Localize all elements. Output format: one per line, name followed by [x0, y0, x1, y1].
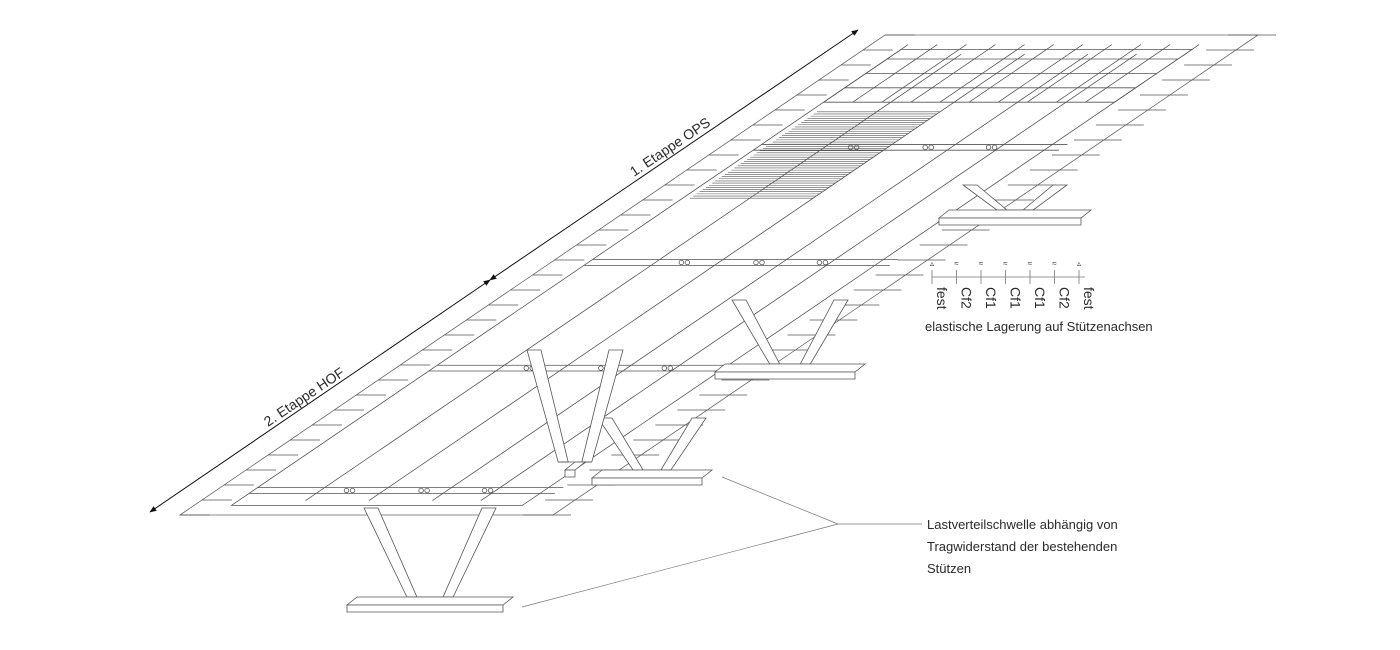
bolt-hole: [661, 365, 667, 371]
bearing-label: Cf1: [1032, 287, 1048, 309]
bolt-hole: [343, 487, 350, 494]
pier-leg: [526, 349, 569, 463]
callout-line-3: Stützen: [927, 561, 972, 576]
bearing-symbol: ≈: [954, 259, 959, 268]
pier: [713, 299, 867, 380]
bolt-hole: [753, 259, 759, 266]
callout-line-1: Lastverteilschwelle abhängig von: [927, 517, 1118, 532]
stage2-dimension-arrow: [149, 279, 491, 513]
bolt-hole: [928, 144, 934, 151]
bearing-symbol: ≈: [1028, 259, 1033, 268]
bearing-symbol: ▵: [1077, 259, 1081, 268]
bolt-hole: [418, 487, 424, 494]
bearing-legend: ▵ fest ≈ Cf2 ≈ Cf1 ≈ Cf1 ≈ Cf1 ≈ Cf2 ▵ fest: [930, 259, 1097, 310]
pier: [937, 184, 1093, 226]
deck-outline: [178, 34, 1260, 516]
load-distribution-sill: [564, 469, 576, 478]
bolt-hole: [684, 259, 691, 266]
load-distribution-sill: [590, 469, 714, 479]
bolt-hole: [481, 487, 488, 494]
bolt-hole: [847, 144, 854, 151]
bearing-label: fest: [1081, 287, 1097, 310]
bolt-hole: [424, 487, 430, 494]
stage-dimension-lines: [149, 29, 859, 513]
bolt-hole: [678, 259, 685, 266]
load-distribution-sill: [714, 371, 856, 380]
callout-line-2: Tragwiderstand der bestehenden: [927, 539, 1118, 554]
bearing-symbol: ≈: [1003, 259, 1008, 268]
bolt-hole: [759, 259, 765, 266]
longitudinal-girder: [305, 53, 962, 501]
deck-grid-line: [997, 44, 1083, 103]
bearing-symbol: ▵: [930, 259, 934, 268]
load-distribution-sill: [345, 596, 515, 606]
bolt-hole: [523, 365, 529, 371]
load-distribution-sill: [937, 209, 1093, 219]
pier-leg: [1022, 184, 1069, 211]
pier-leg: [442, 507, 497, 598]
pier-leg: [597, 417, 644, 471]
bolt-hole: [598, 365, 604, 371]
load-distribution-sill: [563, 461, 587, 471]
deck-grid-line: [1085, 44, 1171, 103]
bridge-deck: [178, 34, 1276, 516]
bridge-piers: [345, 184, 1093, 613]
deck-grid-line: [939, 44, 1025, 103]
callout-leader-line: [521, 523, 839, 608]
callout-text: Lastverteilschwelle abhängig von Tragwid…: [927, 514, 1118, 580]
pier-leg: [363, 507, 418, 598]
bolt-hole: [487, 487, 494, 494]
load-distribution-sill: [713, 363, 867, 373]
bearing-label: fest: [934, 287, 950, 310]
deck-grid-line: [1027, 44, 1113, 103]
bolt-hole: [922, 144, 928, 151]
load-distribution-sill: [346, 604, 504, 613]
bolt-hole: [985, 144, 992, 151]
pier: [345, 507, 515, 613]
pier: [590, 417, 714, 486]
deck-grid-line: [881, 44, 967, 103]
bolt-hole: [816, 259, 823, 266]
bearing-label: Cf2: [1057, 287, 1073, 309]
stage2-label: 2. Etappe HOF: [261, 364, 347, 429]
bolt-hole: [853, 144, 860, 151]
pier-leg: [731, 299, 781, 365]
deck-grid-line: [910, 44, 996, 103]
bearing-symbol: ≈: [979, 259, 984, 268]
load-distribution-sill: [591, 477, 703, 486]
load-distribution-sill: [938, 217, 1082, 226]
bearing-symbol: ≈: [1052, 259, 1057, 268]
callout-leaders: [521, 476, 922, 608]
bearing-label: Cf2: [959, 287, 975, 309]
bolt-hole: [667, 365, 673, 371]
bearing-label: Cf1: [983, 287, 999, 309]
stage1-dimension-arrow: [489, 29, 859, 281]
bearing-label: Cf1: [1008, 287, 1024, 309]
bolt-hole: [349, 487, 356, 494]
bolt-hole: [822, 259, 829, 266]
pier-leg: [799, 299, 849, 365]
pier: [526, 349, 624, 478]
deck-grid-line: [1056, 44, 1142, 103]
bearing-legend-caption: elastische Lagerung auf Stützenachsen: [925, 319, 1153, 334]
bolt-hole: [991, 144, 998, 151]
callout-leader-line: [721, 476, 839, 525]
deck-grid-line: [968, 44, 1054, 103]
deck-grid-line: [852, 44, 938, 103]
pier-leg: [961, 184, 1008, 211]
deck-grid-line: [1114, 44, 1200, 103]
